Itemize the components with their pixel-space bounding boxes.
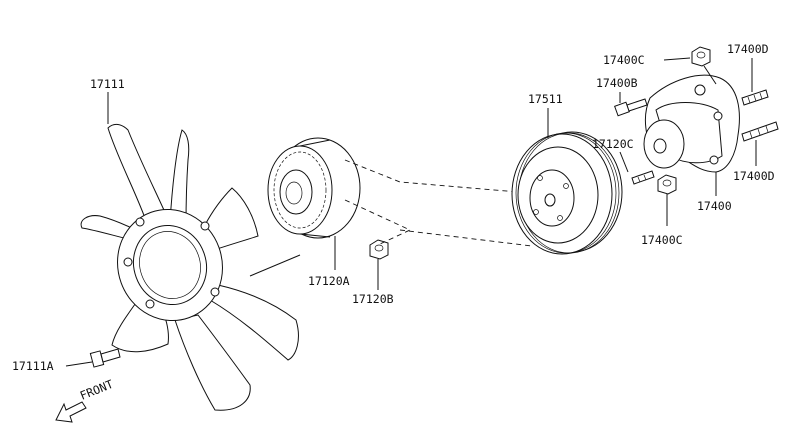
leader-pump-nut-top [663, 57, 691, 61]
water-pump-boss [713, 111, 723, 121]
pump-nut-top-bore [696, 51, 706, 59]
label-pulley: 17511 [528, 92, 563, 106]
pump-stud-top-thread [753, 94, 757, 102]
leader-fan-bolt [65, 361, 93, 367]
pump-nut-top-body [691, 46, 711, 67]
pulley-bolt-hole [537, 175, 543, 181]
label-fan-clutch: 17120A [308, 274, 350, 288]
water-pump-shaft [653, 138, 667, 154]
label-pump-washer: 17120C [592, 137, 634, 151]
label-fan-bolt: 17111A [12, 359, 54, 373]
label-clutch-nut: 17120B [352, 292, 394, 306]
pump-bolt-shank [626, 98, 648, 112]
fan-clutch-reference-line [249, 254, 301, 277]
pump-washer-thread [637, 176, 641, 183]
alignment-line-lower [344, 199, 412, 245]
front-arrow-icon [55, 401, 87, 423]
pump-nut-bottom-body [657, 174, 677, 195]
fan-clutch-edge [299, 233, 331, 238]
fan-mount-hole [200, 221, 210, 231]
fan-hub-bore [139, 231, 201, 299]
pulley-bolt-hole [563, 183, 569, 189]
alignment-line-pulley [399, 229, 533, 247]
fan-mount-hole [210, 287, 220, 297]
fan-clutch-boss [285, 181, 303, 205]
label-fan: 17111 [90, 77, 125, 91]
fan-mount-hole [123, 257, 133, 267]
label-pump-bolt: 17400B [596, 76, 638, 90]
label-water-pump: 17400 [697, 199, 732, 213]
pump-bolt-head [614, 101, 630, 117]
label-pump-nut-top: 17400C [603, 53, 645, 67]
fan-mount-hole [135, 217, 145, 227]
fan-blade [209, 284, 299, 361]
pump-washer-body [631, 170, 655, 185]
pump-stud-right[interactable] [741, 121, 779, 142]
water-pump[interactable] [643, 74, 740, 173]
pump-nut-top[interactable] [691, 46, 711, 67]
leader-pump-washer [619, 151, 629, 173]
clutch-nut-body [369, 239, 389, 260]
fan-bolt-shank [100, 348, 121, 363]
leader-pump-nut-top-link [703, 65, 717, 85]
clutch-nut[interactable] [369, 239, 389, 260]
pump-stud-right-thread [757, 128, 761, 136]
alignment-line-upper [344, 159, 531, 194]
fan-mount-hole [145, 299, 155, 309]
pump-nut-bottom[interactable] [657, 174, 677, 195]
cooling-fan[interactable] [80, 123, 299, 411]
pump-stud-top-thread [759, 92, 763, 100]
fan-clutch[interactable] [267, 137, 361, 239]
fan-hub-inner [133, 224, 207, 306]
pulley[interactable] [511, 131, 623, 255]
fan-bolt[interactable] [89, 348, 121, 368]
pump-stud-top[interactable] [741, 89, 769, 106]
label-pump-stud-top: 17400D [727, 42, 769, 56]
label-pump-nut-bottom: 17400C [641, 233, 683, 247]
water-pump-boss [694, 84, 706, 96]
pump-nut-bottom-bore [662, 179, 672, 187]
clutch-nut-bore [374, 244, 384, 252]
fan-clutch-fins [273, 151, 327, 229]
fan-clutch-edge [299, 139, 331, 147]
label-front: FRONT [78, 377, 115, 403]
pump-stud-right-body [741, 121, 779, 142]
fan-blade [107, 123, 173, 233]
pulley-bolt-hole [533, 209, 539, 215]
label-pump-stud-right: 17400D [733, 169, 775, 183]
pump-washer[interactable] [631, 170, 655, 185]
fan-blade [169, 129, 190, 226]
pump-stud-top-thread [747, 96, 751, 104]
pulley-bolt-hole [557, 215, 563, 221]
fan-blade [204, 187, 259, 251]
pump-stud-right-thread [749, 131, 753, 139]
pump-bolt[interactable] [614, 98, 648, 117]
fan-blade [174, 314, 251, 411]
pump-stud-right-thread [765, 125, 769, 133]
pulley-bore [544, 193, 556, 207]
water-pump-boss [709, 155, 719, 165]
pump-washer-thread [643, 174, 647, 181]
fan-clutch-flange [279, 169, 313, 215]
